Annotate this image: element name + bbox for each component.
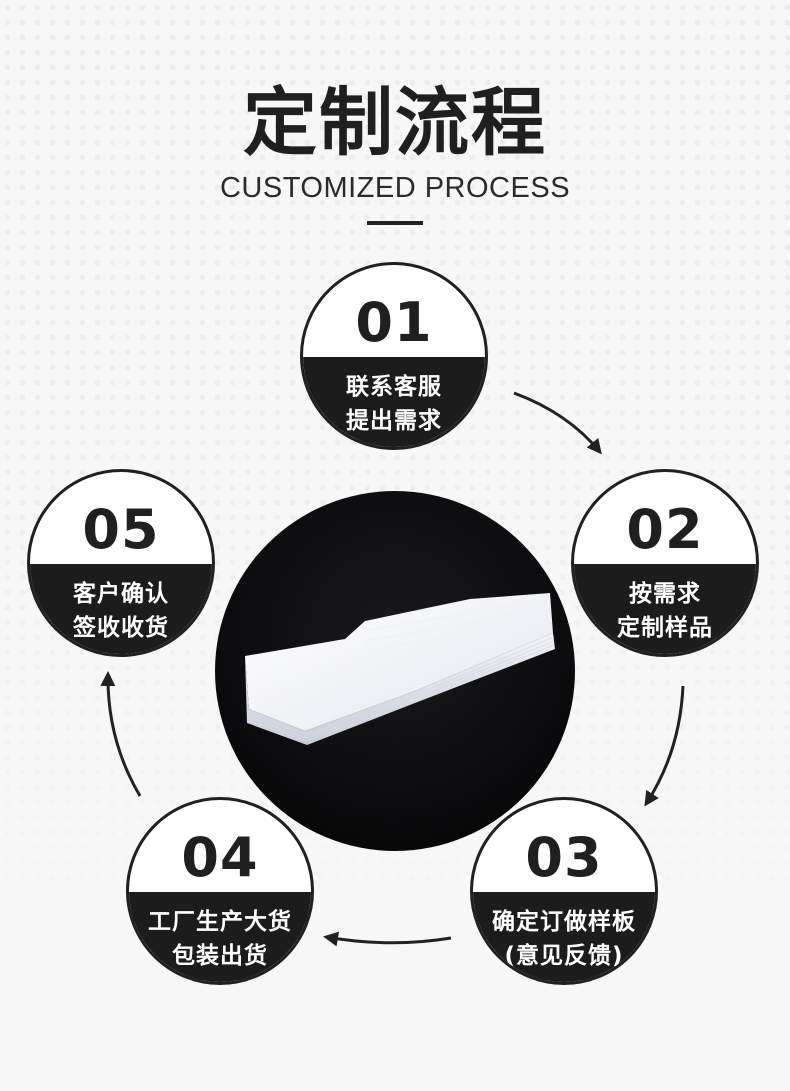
step-04: 04 工厂生产大货 包装出货 [126,797,314,985]
step-02: 02 按需求 定制样品 [571,469,759,657]
step-label: 联系客服 提出需求 [303,357,485,447]
step-05: 05 客户确认 签收收货 [27,469,215,657]
step-number: 04 [181,826,259,889]
step-number: 01 [355,291,433,354]
arrow-04-to-05 [100,671,142,797]
step-01: 01 联系客服 提出需求 [300,262,488,450]
step-label-line1: 客户确认 [73,581,169,607]
step-number: 05 [82,498,160,561]
title-underline [367,221,423,225]
step-label-line2: 定制样品 [617,615,713,641]
step-label-line1: 确定订做样板 [492,909,636,935]
arrow-01-to-02 [513,391,602,455]
product-image [215,491,575,851]
page-subtitle: CUSTOMIZED PROCESS [219,172,571,204]
arrow-02-to-03 [644,685,685,807]
step-label-line1: 工厂生产大货 [148,909,292,935]
step-label-line2: 签收收货 [73,615,169,641]
step-03: 03 确定订做样板 (意见反馈) [470,797,658,985]
step-label-line2: (意见反馈) [504,943,624,969]
step-label: 客户确认 签收收货 [30,564,212,654]
step-label: 按需求 定制样品 [574,564,756,654]
step-label-line2: 提出需求 [346,408,442,434]
step-label-line2: 包装出货 [172,943,268,969]
step-number: 03 [525,826,603,889]
step-label: 工厂生产大货 包装出货 [129,892,311,982]
step-label-line1: 联系客服 [346,374,442,400]
page-title: 定制流程 [243,80,547,166]
arrow-03-to-04 [323,931,452,947]
step-number: 02 [626,498,704,561]
step-label-line1: 按需求 [629,581,701,607]
step-label: 确定订做样板 (意见反馈) [473,892,655,982]
